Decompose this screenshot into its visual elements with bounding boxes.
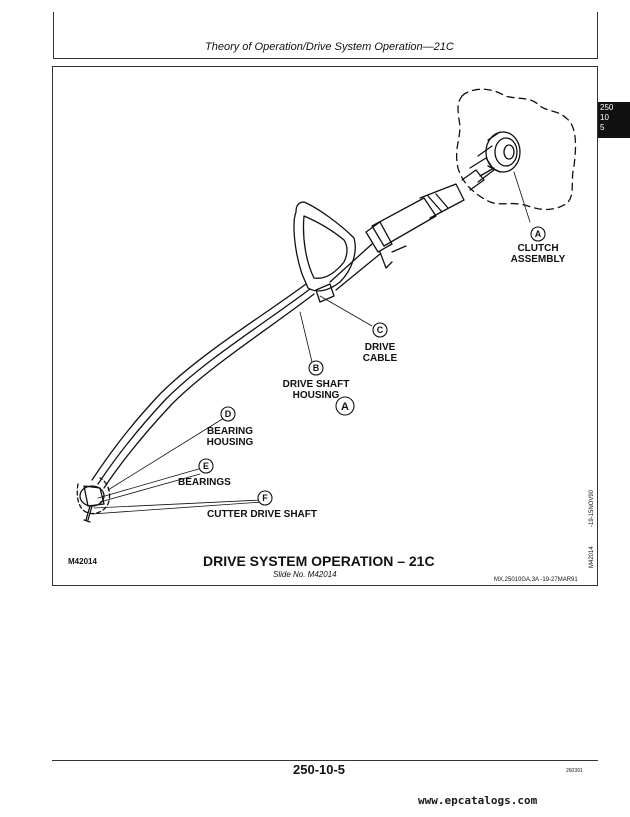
leader-b [299, 311, 313, 363]
callout-b-label: DRIVE SHAFT HOUSING [282, 379, 350, 401]
section-tab-line: 10 [600, 113, 609, 122]
figure-frame [52, 66, 598, 586]
callout-b-inline-letter: A [341, 401, 349, 413]
callout-b-letter: B [313, 363, 320, 373]
callout-a-circle [530, 226, 546, 242]
figure-id: M42014 [68, 557, 97, 566]
section-tab: 250 10 5 [597, 102, 630, 138]
leader-c [319, 295, 373, 327]
callout-e-label: BEARINGS [178, 477, 231, 488]
reference-code: MX,25010GA,3A -19-27MAR91 [494, 577, 578, 583]
leader-a [513, 171, 531, 223]
page-header-title: Theory of Operation/Drive System Operati… [205, 41, 454, 53]
leader-e2 [99, 473, 201, 503]
callout-a-label: CLUTCH ASSEMBLY [510, 243, 566, 265]
callout-c-circle [372, 322, 388, 338]
callout-d-letter: D [225, 409, 232, 419]
clutch-assembly-drawing [461, 131, 521, 191]
footer-code: 260391 [566, 768, 583, 774]
callout-e-letter: E [203, 461, 209, 471]
callout-d-label: BEARING HOUSING [206, 426, 254, 448]
callout-e-circle [198, 458, 214, 474]
head-detail-outline [76, 477, 111, 515]
section-tab-line: 250 [600, 103, 614, 112]
footer-rule [52, 760, 598, 761]
leader-d [107, 417, 225, 491]
header-rule-right [597, 12, 598, 58]
callout-f-letter: F [262, 493, 268, 503]
slide-number: Slide No. M42014 [273, 570, 337, 579]
vertical-figure-id: M42014 [589, 546, 595, 568]
callout-c-label: DRIVE CABLE [362, 342, 398, 364]
callout-c-letter: C [377, 325, 384, 335]
figure-caption: DRIVE SYSTEM OPERATION – 21C [203, 553, 435, 569]
callout-f-circle [257, 490, 273, 506]
drive-shaft-housing [91, 283, 307, 481]
callout-d-circle [220, 406, 236, 422]
throttle-body [371, 197, 437, 247]
clutch-detail-outline [455, 88, 577, 211]
page-number: 250-10-5 [293, 762, 346, 777]
header-rule-left [53, 12, 54, 58]
leader-e1 [97, 467, 203, 499]
callout-a-letter: A [535, 229, 542, 239]
leader-f2 [91, 501, 263, 515]
site-url-link[interactable]: www.epcatalogs.com [418, 794, 538, 807]
vertical-date-code: -19-15NOV90 [589, 489, 595, 527]
engine-tube [419, 183, 465, 219]
callout-b-circle [308, 360, 324, 376]
header-rule-bottom [53, 58, 598, 59]
loop-handle [293, 201, 356, 292]
callout-b-inline-circle [335, 396, 355, 416]
bearing-housing-drawing [79, 485, 105, 523]
section-tab-line: 5 [600, 123, 605, 132]
callout-f-label: CUTTER DRIVE SHAFT [207, 509, 317, 520]
leader-f1 [93, 499, 263, 509]
